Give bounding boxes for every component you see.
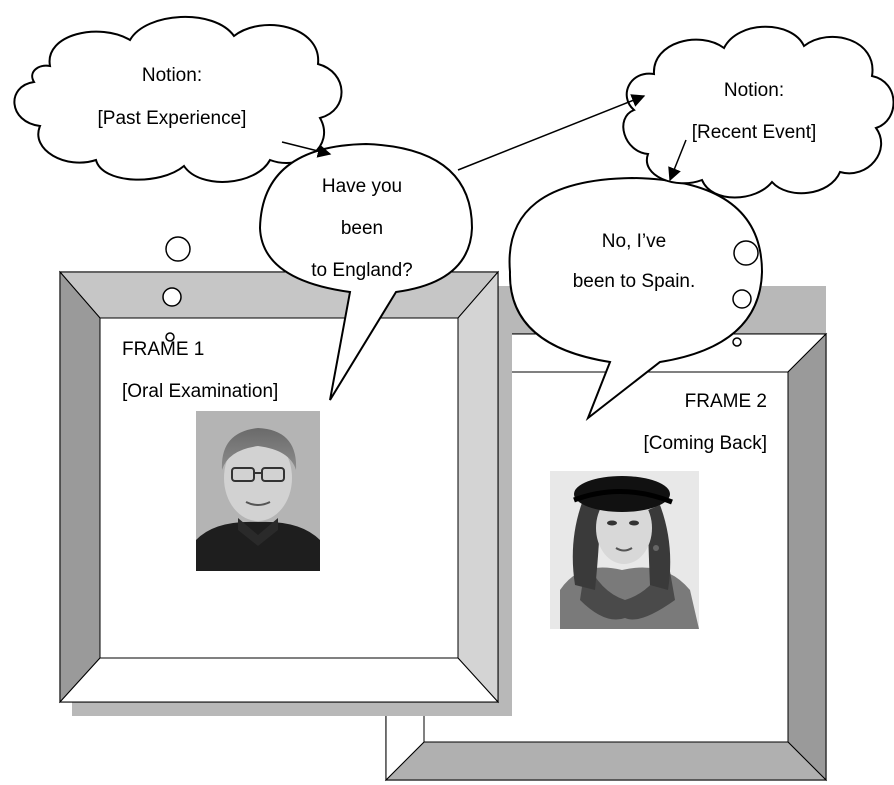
- notion-left-title: Notion:: [142, 65, 202, 86]
- answer-line-2: been to Spain.: [573, 271, 696, 292]
- thought-cloud-past-experience: Notion: [Past Experience]: [13, 16, 343, 183]
- notion-left-value: [Past Experience]: [98, 108, 247, 129]
- thought-cloud-recent-event: Notion: [Recent Event]: [622, 25, 894, 199]
- frame-1: FRAME 1 [Oral Examination]: [58, 270, 512, 716]
- question-line-1: Have you: [322, 176, 402, 197]
- thought-dot: [162, 287, 182, 307]
- thought-dot: [733, 240, 759, 266]
- frame-1-bevel-left: [59, 270, 101, 704]
- arrow-past-to-question: [281, 141, 332, 158]
- frame-1-title: FRAME 1: [122, 339, 204, 360]
- question-line-2: been: [341, 218, 383, 239]
- frame-1-bevel-bottom: [58, 657, 500, 703]
- woman-in-beret-portrait-icon: [550, 471, 699, 629]
- frame-1-bevel-right: [457, 270, 499, 704]
- thought-dot: [732, 337, 742, 347]
- thought-dot: [165, 236, 191, 262]
- question-line-3: to England?: [311, 260, 412, 281]
- speech-bubble-question: Have you been to England?: [258, 142, 474, 401]
- arrow-recent-to-answer: [668, 139, 687, 182]
- frame-2-title: FRAME 2: [685, 391, 767, 412]
- frame-2-bevel-right: [787, 332, 827, 782]
- speech-bubble-answer: No, I’ve been to Spain.: [508, 176, 764, 422]
- frame-1-subtitle: [Oral Examination]: [122, 381, 278, 402]
- answer-line-1: No, I’ve: [602, 231, 666, 252]
- older-man-portrait-icon: [196, 411, 320, 571]
- thought-dot: [732, 289, 752, 309]
- frame-2-subtitle: [Coming Back]: [643, 433, 767, 454]
- notion-right-value: [Recent Event]: [692, 122, 817, 143]
- notion-right-title: Notion:: [724, 80, 784, 101]
- arrow-question-to-recent: [457, 94, 646, 171]
- frame-2-bevel-bottom: [384, 741, 828, 781]
- thought-dot: [165, 332, 175, 342]
